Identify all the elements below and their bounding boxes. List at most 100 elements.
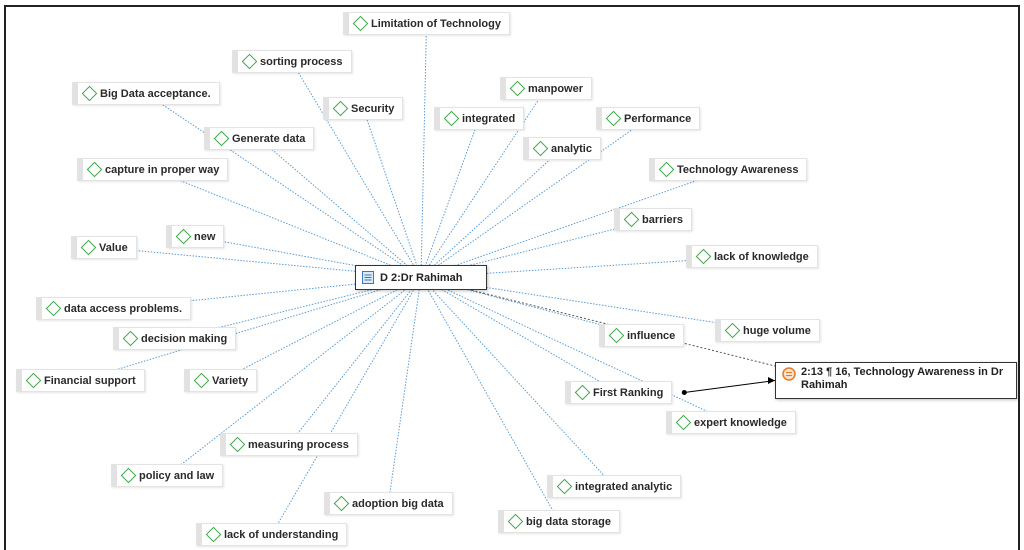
edge-line bbox=[420, 277, 615, 487]
quotation-label: 2:13 ¶ 16, Technology Awareness in Dr Ra… bbox=[801, 366, 1004, 391]
code-diamond-icon bbox=[675, 414, 692, 431]
code-diamond-icon bbox=[122, 330, 139, 347]
quotation-icon bbox=[782, 367, 796, 381]
code-node[interactable]: Performance bbox=[596, 107, 701, 130]
edge-line bbox=[420, 169, 729, 278]
code-node[interactable]: big data storage bbox=[498, 510, 620, 533]
code-node[interactable]: Big Data acceptance. bbox=[72, 82, 220, 105]
code-diamond-icon bbox=[532, 140, 549, 157]
code-node[interactable]: Generate data bbox=[204, 127, 315, 150]
edge-line bbox=[166, 277, 422, 476]
code-label: Security bbox=[351, 102, 395, 115]
code-label: big data storage bbox=[526, 515, 611, 528]
code-label: expert knowledge bbox=[694, 416, 787, 429]
code-label: Big Data acceptance. bbox=[100, 87, 211, 100]
link-arrowhead bbox=[768, 377, 775, 384]
code-node[interactable]: Technology Awareness bbox=[649, 158, 808, 181]
code-label: new bbox=[194, 230, 216, 243]
code-diamond-icon bbox=[80, 239, 97, 256]
code-diamond-icon bbox=[695, 248, 712, 265]
link-start-dot bbox=[681, 390, 687, 395]
edge-line bbox=[420, 277, 619, 393]
document-node[interactable]: D 2:Dr Rahimah bbox=[355, 265, 487, 290]
code-label: adoption big data bbox=[352, 497, 444, 510]
edge-line bbox=[362, 108, 422, 278]
code-diamond-icon bbox=[574, 384, 591, 401]
edge-line bbox=[288, 277, 422, 445]
code-diamond-icon bbox=[229, 436, 246, 453]
edge-line bbox=[420, 148, 563, 278]
code-label: Limitation of Technology bbox=[371, 17, 501, 30]
code-diamond-icon bbox=[193, 372, 210, 389]
code-label: huge volume bbox=[743, 324, 811, 337]
code-diamond-icon bbox=[81, 85, 98, 102]
edge-line bbox=[420, 118, 480, 278]
code-diamond-icon bbox=[120, 467, 137, 484]
code-node[interactable]: lack of understanding bbox=[196, 523, 348, 546]
edge-line bbox=[420, 118, 649, 278]
code-node[interactable]: data access problems. bbox=[36, 297, 192, 320]
code-node[interactable]: Value bbox=[71, 236, 137, 259]
edge-line bbox=[420, 23, 427, 278]
code-node[interactable]: new bbox=[166, 225, 225, 248]
code-node[interactable]: analytic bbox=[523, 137, 601, 160]
code-diamond-icon bbox=[352, 15, 369, 32]
code-label: First Ranking bbox=[593, 386, 664, 399]
code-diamond-icon bbox=[241, 53, 258, 70]
code-diamond-icon bbox=[175, 228, 192, 245]
code-label: sorting process bbox=[260, 55, 343, 68]
code-label: lack of understanding bbox=[224, 528, 339, 541]
code-node[interactable]: barriers bbox=[614, 208, 692, 231]
code-node[interactable]: decision making bbox=[113, 327, 237, 350]
code-label: data access problems. bbox=[64, 302, 183, 315]
canvas-frame bbox=[4, 5, 1020, 550]
edge-line bbox=[387, 277, 422, 504]
code-node[interactable]: manpower bbox=[500, 77, 593, 100]
code-label: influence bbox=[627, 329, 676, 342]
code-diamond-icon bbox=[605, 110, 622, 127]
code-node[interactable]: huge volume bbox=[715, 319, 820, 342]
code-node[interactable]: Variety bbox=[184, 369, 258, 392]
code-node[interactable]: Limitation of Technology bbox=[343, 12, 510, 35]
code-diamond-icon bbox=[213, 130, 230, 147]
quotation-edge bbox=[420, 277, 776, 367]
edge-line bbox=[291, 61, 422, 278]
code-label: capture in proper way bbox=[105, 163, 220, 176]
code-label: analytic bbox=[551, 142, 592, 155]
code-label: policy and law bbox=[139, 469, 215, 482]
code-diamond-icon bbox=[332, 100, 349, 117]
code-label: Generate data bbox=[232, 132, 306, 145]
code-label: decision making bbox=[141, 332, 228, 345]
quotation-node[interactable]: 2:13 ¶ 16, Technology Awareness in Dr Ra… bbox=[775, 362, 1017, 399]
code-label: Performance bbox=[624, 112, 692, 125]
code-label: lack of knowledge bbox=[714, 250, 809, 263]
code-node[interactable]: expert knowledge bbox=[666, 411, 796, 434]
code-label: Financial support bbox=[44, 374, 136, 387]
code-diamond-icon bbox=[45, 300, 62, 317]
code-node[interactable]: policy and law bbox=[111, 464, 224, 487]
code-diamond-icon bbox=[658, 161, 675, 178]
code-label: integrated analytic bbox=[575, 480, 673, 493]
code-diamond-icon bbox=[724, 322, 741, 339]
code-node[interactable]: adoption big data bbox=[324, 492, 453, 515]
code-node[interactable]: First Ranking bbox=[565, 381, 673, 404]
quotation-link bbox=[684, 380, 776, 393]
code-diamond-icon bbox=[86, 161, 103, 178]
code-diamond-icon bbox=[507, 513, 524, 530]
code-node[interactable]: integrated bbox=[434, 107, 525, 130]
edge-line bbox=[195, 236, 422, 278]
code-node[interactable]: capture in proper way bbox=[77, 158, 229, 181]
code-node[interactable]: integrated analytic bbox=[547, 475, 682, 498]
code-node[interactable]: sorting process bbox=[232, 50, 352, 73]
document-icon bbox=[362, 271, 374, 284]
code-node[interactable]: measuring process bbox=[220, 433, 358, 456]
code-label: manpower bbox=[528, 82, 584, 95]
document-label: D 2:Dr Rahimah bbox=[380, 271, 463, 284]
code-label: barriers bbox=[642, 213, 683, 226]
edge-line bbox=[258, 138, 422, 278]
code-node[interactable]: Security bbox=[323, 97, 404, 120]
code-node[interactable]: lack of knowledge bbox=[686, 245, 818, 268]
code-node[interactable]: Financial support bbox=[16, 369, 145, 392]
code-diamond-icon bbox=[509, 80, 526, 97]
code-node[interactable]: influence bbox=[599, 324, 685, 347]
